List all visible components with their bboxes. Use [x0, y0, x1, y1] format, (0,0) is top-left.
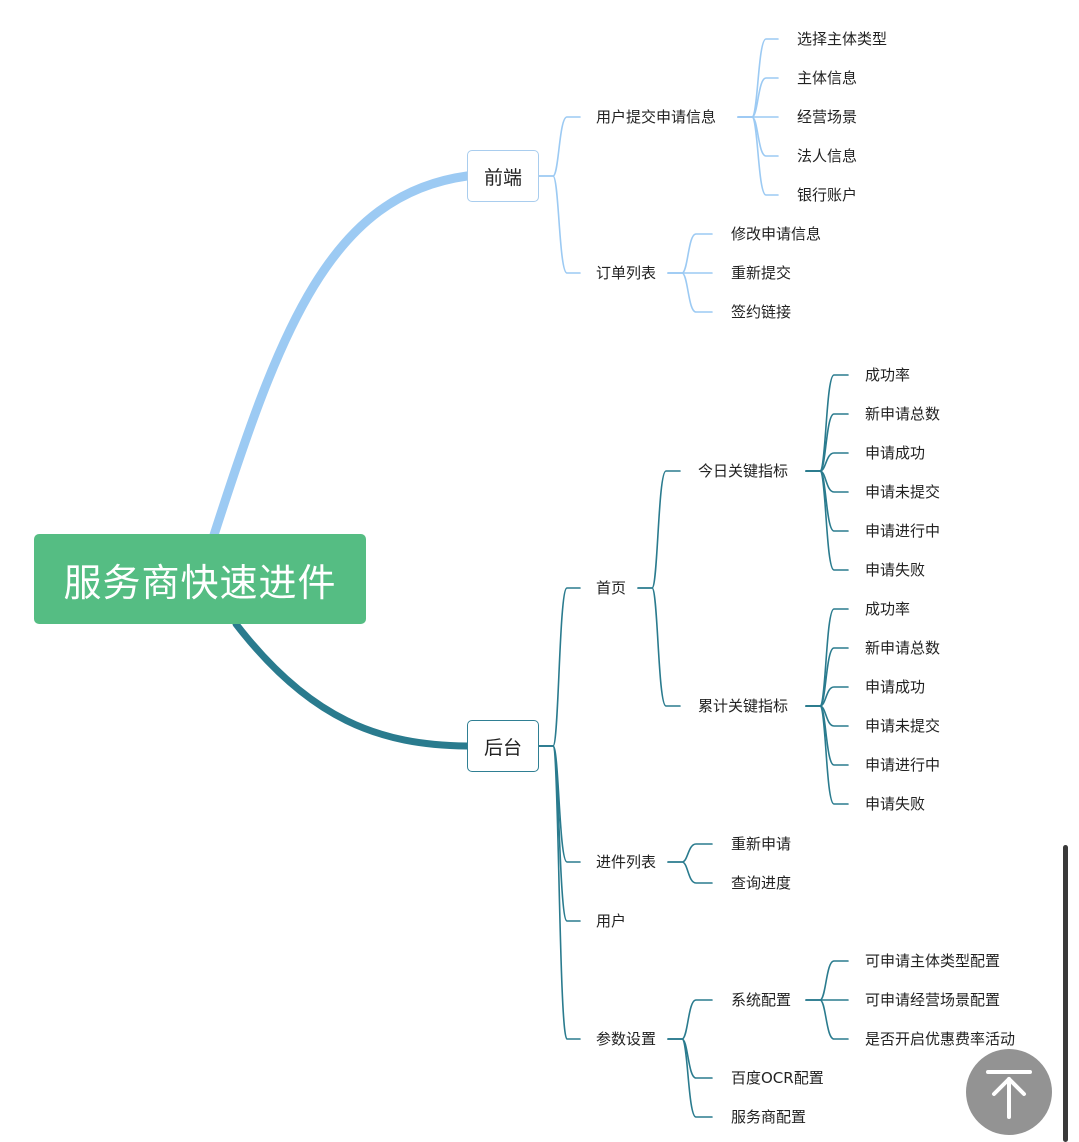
leaf-today-3: 申请未提交	[865, 483, 941, 501]
link-front-1-0	[667, 233, 713, 274]
leaf-total-4: 申请进行中	[865, 756, 941, 774]
leaf-total-0: 成功率	[865, 600, 911, 618]
node-params-0: 系统配置	[731, 991, 792, 1009]
link-front-0	[538, 116, 581, 177]
link-total-5	[805, 705, 849, 805]
link-params-2	[667, 1038, 713, 1118]
node-back-2: 用户	[596, 912, 627, 930]
curve-root-back	[232, 620, 471, 750]
link-home-0	[637, 470, 681, 589]
link-total-0	[805, 608, 849, 707]
leaf-today-1: 新申请总数	[865, 405, 941, 423]
node-front-1: 订单列表	[596, 264, 657, 282]
link-today-3	[805, 470, 849, 493]
leaf-front-1-2: 签约链接	[731, 303, 792, 321]
leaf-sys-0: 可申请主体类型配置	[865, 952, 1001, 970]
link-list-1	[667, 861, 713, 884]
node-back-0: 首页	[596, 579, 627, 597]
back-to-top-button[interactable]	[966, 1049, 1052, 1135]
leaf-total-3: 申请未提交	[865, 717, 941, 735]
link-list-0	[667, 843, 713, 863]
node-params-1: 百度OCR配置	[731, 1069, 824, 1087]
link-front-1-2	[667, 272, 713, 313]
link-back-0	[538, 587, 581, 747]
curve-root-front	[209, 171, 472, 540]
scrollbar[interactable]	[1063, 845, 1068, 1142]
link-total-3	[805, 705, 849, 727]
leaf-total-1: 新申请总数	[865, 639, 941, 657]
branch-front: 前端	[467, 150, 539, 202]
arrow-up-to-top-icon	[986, 1070, 1032, 1119]
link-sys-2	[805, 999, 849, 1040]
leaf-total-5: 申请失败	[865, 795, 926, 813]
leaf-sys-1: 可申请经营场景配置	[865, 991, 1001, 1009]
leaf-front-1-0: 修改申请信息	[731, 225, 822, 243]
leaf-front-1-1: 重新提交	[731, 264, 792, 282]
link-params-1	[667, 1038, 713, 1079]
leaf-front-0-2: 经营场景	[797, 108, 858, 126]
link-front-1	[538, 175, 581, 274]
leaf-today-4: 申请进行中	[865, 522, 941, 540]
link-back-3	[538, 745, 581, 1040]
link-today-2	[805, 452, 849, 472]
node-home-0: 今日关键指标	[698, 462, 789, 480]
link-today-0	[805, 374, 849, 472]
node-front-0: 用户提交申请信息	[596, 108, 717, 126]
link-home-1	[637, 587, 681, 707]
leaf-list-0: 重新申请	[731, 835, 792, 853]
leaf-today-5: 申请失败	[865, 561, 926, 579]
link-total-2	[805, 686, 849, 707]
leaf-front-0-3: 法人信息	[797, 147, 858, 165]
leaf-front-0-1: 主体信息	[797, 69, 858, 87]
leaf-sys-2: 是否开启优惠费率活动	[865, 1030, 1016, 1048]
node-back-1: 进件列表	[596, 853, 657, 871]
node-home-1: 累计关键指标	[698, 697, 789, 715]
leaf-today-0: 成功率	[865, 366, 911, 384]
root-node: 服务商快速进件	[34, 534, 366, 624]
leaf-front-0-0: 选择主体类型	[797, 30, 888, 48]
link-today-5	[805, 470, 849, 571]
branch-back: 后台	[467, 720, 539, 772]
leaf-front-0-4: 银行账户	[797, 186, 858, 204]
link-sys-0	[805, 960, 849, 1001]
node-back-3: 参数设置	[596, 1030, 657, 1048]
link-front-0-4	[737, 116, 779, 196]
leaf-today-2: 申请成功	[865, 444, 926, 462]
leaf-total-2: 申请成功	[865, 678, 926, 696]
link-params-0	[667, 999, 713, 1040]
leaf-list-1: 查询进度	[731, 874, 792, 892]
node-params-2: 服务商配置	[731, 1108, 807, 1126]
